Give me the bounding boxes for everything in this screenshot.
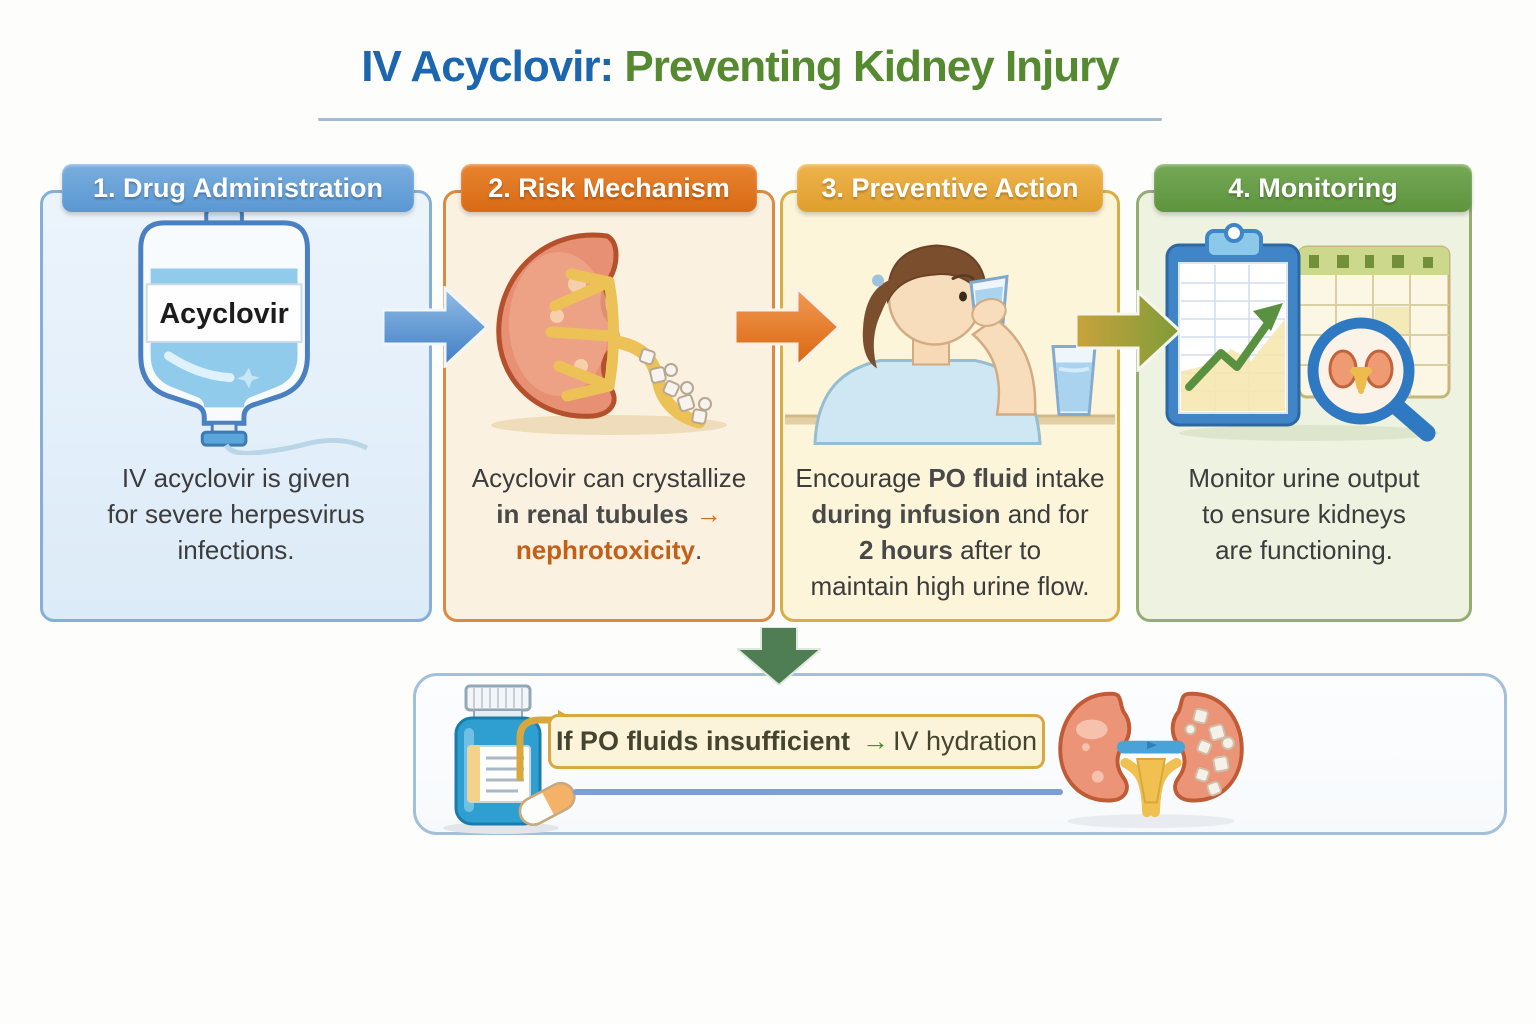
flow-arrow-2-icon xyxy=(735,286,841,368)
step1-header: 1. Drug Administration xyxy=(62,164,414,212)
iv-bag-label: Acyclovir xyxy=(159,298,288,330)
flow-arrow-1-icon xyxy=(383,286,489,368)
step3-text: Encourage PO fluid intake during infusio… xyxy=(789,461,1111,605)
step4-panel: Monitor urine output to ensure kidneys a… xyxy=(1136,190,1472,622)
kidneys-crystals-icon xyxy=(1058,691,1244,829)
step1-line1: IV acyclovir is given xyxy=(121,463,351,493)
footer-callout-box: If PO fluids insufficient → IV hydration xyxy=(413,673,1507,835)
step3-seg6: 2 hours xyxy=(858,534,953,565)
clipboard-chart-magnifier-icon xyxy=(1165,222,1451,441)
step3-seg3: intake xyxy=(1028,463,1105,493)
callout-action-text: IV hydration xyxy=(892,726,1038,756)
step2-seg-nephrotoxicity: nephrotoxicity xyxy=(515,534,695,565)
step1-panel: Acyclovir IV acyclovir is given for seve… xyxy=(40,190,432,622)
step2-illustration xyxy=(446,207,772,455)
if-po-insufficient-callout: If PO fluids insufficient → IV hydration xyxy=(548,714,1045,769)
iv-bag-icon: Acyclovir xyxy=(138,207,369,455)
title-underline xyxy=(318,118,1162,121)
step4-line1: Monitor urine output xyxy=(1188,463,1420,493)
step2-seg-normal: Acyclovir can crystallize xyxy=(471,463,747,493)
step3-seg5: and for xyxy=(1000,498,1089,529)
page-title: IV Acyclovir: Preventing Kidney Injury xyxy=(0,42,1480,92)
footer-right-illustration xyxy=(1051,682,1251,835)
kidney-crystals-icon xyxy=(491,232,727,435)
step3-seg8: maintain high urine flow. xyxy=(810,570,1090,601)
callout-condition-text: If PO fluids insufficient xyxy=(555,726,850,756)
step3-seg4: during infusion xyxy=(811,498,1001,529)
step2-seg-bold: in renal tubules xyxy=(496,498,689,529)
step2-panel: Acyclovir can crystallize in renal tubul… xyxy=(443,190,775,622)
step4-text: Monitor urine output to ensure kidneys a… xyxy=(1145,461,1463,569)
person-drinking-water-icon xyxy=(785,244,1115,445)
step2-text: Acyclovir can crystallize in renal tubul… xyxy=(452,461,766,569)
step3-seg2: PO fluid xyxy=(928,463,1029,493)
step1-illustration: Acyclovir xyxy=(43,207,429,455)
step3-panel: Encourage PO fluid intake during infusio… xyxy=(780,190,1120,622)
step1-line2: for severe herpesvirus infections. xyxy=(107,498,365,565)
footer-divider-line xyxy=(573,789,1063,795)
title-topic-part: Preventing Kidney Injury xyxy=(613,42,1119,91)
step3-header: 3. Preventive Action xyxy=(797,164,1103,212)
step3-illustration xyxy=(783,207,1117,455)
step3-seg7: after to xyxy=(952,534,1042,565)
callout-arrow-glyph: → xyxy=(861,726,889,756)
down-arrow-icon xyxy=(737,627,821,685)
step4-illustration xyxy=(1139,207,1469,455)
step3-seg1: Encourage xyxy=(795,463,929,493)
step2-period: . xyxy=(694,534,703,565)
step4-header: 4. Monitoring xyxy=(1154,164,1472,212)
step2-header: 2. Risk Mechanism xyxy=(461,164,757,212)
step2-arrow-glyph: → xyxy=(695,498,722,529)
step4-line3: are functioning. xyxy=(1215,534,1393,565)
flow-arrow-3-icon xyxy=(1076,290,1182,372)
step1-text: IV acyclovir is given for severe herpesv… xyxy=(49,461,423,569)
title-drug-part: IV Acyclovir: xyxy=(361,42,614,91)
step4-line2: to ensure kidneys xyxy=(1202,498,1406,529)
